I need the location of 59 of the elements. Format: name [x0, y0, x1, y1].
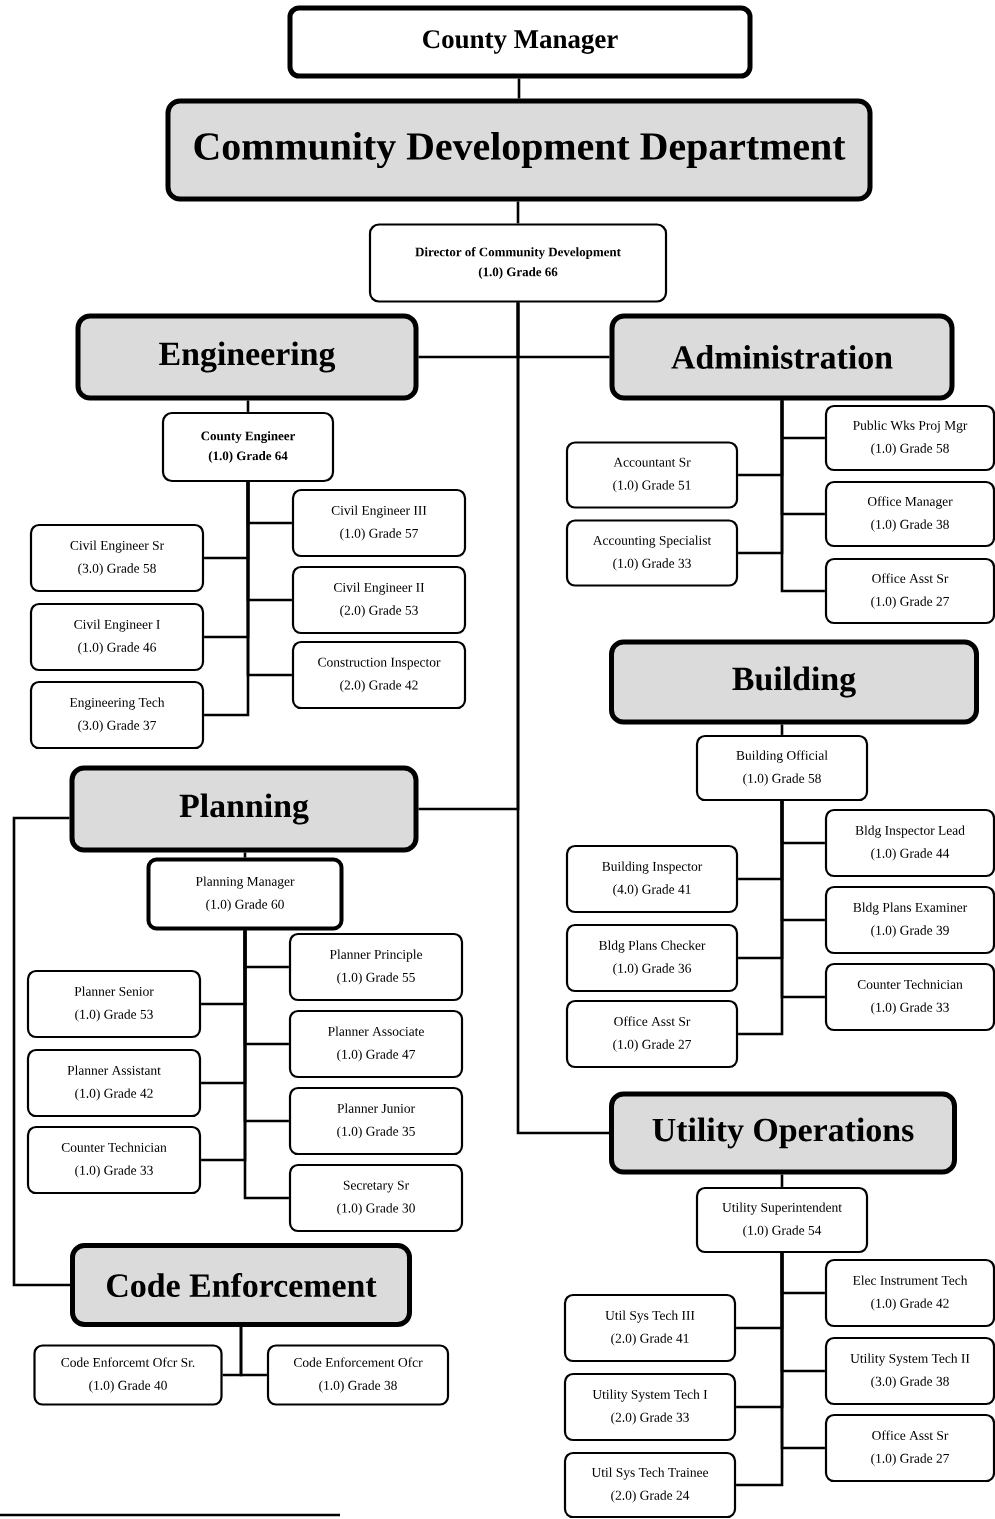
connector-line [243, 930, 289, 1200]
position-box: Planner Principle (1.0) Grade 55 [288, 932, 464, 1002]
connector-line [517, 78, 521, 99]
connector-line [780, 724, 784, 735]
division-box: Utility Operations [609, 1091, 957, 1175]
division-box: Code Enforcement [70, 1243, 412, 1327]
position-box: Engineering Tech (3.0) Grade 37 [29, 680, 205, 750]
position-box: Counter Technician (1.0) Grade 33 [824, 962, 995, 1032]
connector-line [516, 201, 520, 224]
position-box: Utility System Tech I (2.0) Grade 33 [563, 1372, 737, 1442]
connector-line [780, 400, 825, 593]
division-box: Engineering [75, 313, 419, 401]
position-box: Director of Community Development (1.0) Grade 66 [368, 223, 668, 303]
division-box: Planning [69, 765, 419, 853]
position-box: Civil Engineer I (1.0) Grade 46 [29, 602, 205, 672]
position-box: Planning Manager (1.0) Grade 60 [146, 857, 344, 931]
position-box: Utility Superintendent (1.0) Grade 54 [695, 1186, 869, 1254]
position-box: Accountant Sr (1.0) Grade 51 [565, 441, 739, 509]
position-box: Civil Engineer Sr (3.0) Grade 58 [29, 523, 205, 593]
position-box: Planner Assistant (1.0) Grade 42 [26, 1048, 202, 1118]
position-box: Accounting Specialist (1.0) Grade 33 [565, 519, 739, 587]
connector-line [516, 302, 609, 1135]
position-box: Office Manager (1.0) Grade 38 [824, 480, 995, 548]
position-box: Building Inspector (4.0) Grade 41 [565, 844, 739, 914]
position-box: Bldg Plans Checker (1.0) Grade 36 [565, 923, 739, 993]
position-box: Construction Inspector (2.0) Grade 42 [291, 640, 467, 710]
position-box: Bldg Inspector Lead (1.0) Grade 44 [824, 808, 995, 878]
connector-line [239, 1327, 267, 1377]
position-box: Bldg Plans Examiner (1.0) Grade 39 [824, 885, 995, 955]
connector-line [780, 1174, 784, 1187]
department-box: Community Development Department [165, 98, 873, 202]
connector-line [243, 852, 247, 858]
position-box: Counter Technician (1.0) Grade 33 [26, 1125, 202, 1195]
position-box: Util Sys Tech Trainee (2.0) Grade 24 [563, 1451, 737, 1519]
position-box: County Engineer (1.0) Grade 64 [161, 411, 335, 483]
position-box: Civil Engineer II (2.0) Grade 53 [291, 565, 467, 635]
division-box: Administration [609, 313, 955, 401]
position-box: Civil Engineer III (1.0) Grade 57 [291, 488, 467, 558]
connector-line [246, 400, 250, 412]
manager-box: County Manager [287, 5, 753, 79]
position-box: Office Asst Sr (1.0) Grade 27 [565, 999, 739, 1069]
position-box: Code Enforcement Ofcr (1.0) Grade 38 [266, 1344, 450, 1406]
position-box: Planner Associate (1.0) Grade 47 [288, 1009, 464, 1079]
position-box: Code Enforcemt Ofcr Sr. (1.0) Grade 40 [33, 1344, 223, 1406]
division-box: Building [609, 639, 979, 725]
position-box: Public Wks Proj Mgr (1.0) Grade 58 [824, 404, 995, 472]
position-box: Building Official (1.0) Grade 58 [695, 734, 869, 802]
position-box: Office Asst Sr (1.0) Grade 27 [824, 1413, 995, 1483]
position-box: Util Sys Tech III (2.0) Grade 41 [563, 1293, 737, 1363]
position-box: Elec Instrument Tech (1.0) Grade 42 [824, 1258, 995, 1328]
position-box: Office Asst Sr (1.0) Grade 27 [824, 557, 995, 625]
position-box: Planner Junior (1.0) Grade 35 [288, 1086, 464, 1156]
connector-line [736, 1253, 784, 1487]
position-box: Secretary Sr (1.0) Grade 30 [288, 1163, 464, 1233]
connector-line [12, 816, 70, 1287]
connector-line [738, 801, 784, 1036]
connector-line [204, 482, 250, 717]
position-box: Planner Senior (1.0) Grade 53 [26, 969, 202, 1039]
position-box: Utility System Tech II (3.0) Grade 38 [824, 1336, 995, 1406]
